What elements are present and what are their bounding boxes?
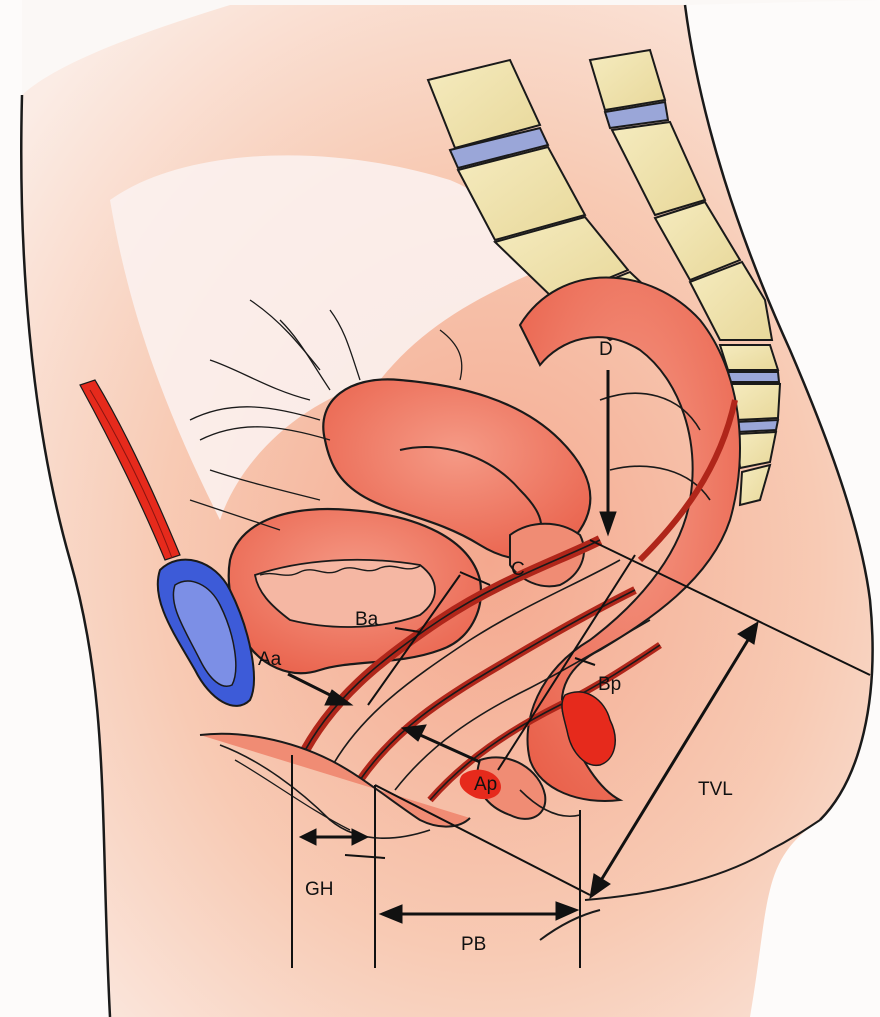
label-c: C [511, 559, 525, 580]
coccyx-segment [720, 345, 778, 370]
label-tvl: TVL [698, 779, 733, 800]
intervertebral-disc [735, 420, 778, 432]
intervertebral-disc [728, 372, 779, 382]
label-ba: Ba [355, 609, 379, 630]
label-ap: Ap [474, 774, 497, 795]
label-aa: Aa [258, 649, 282, 670]
label-bp: Bp [598, 674, 621, 695]
coccyx-segment [737, 432, 776, 468]
label-pb: PB [461, 934, 486, 955]
label-d: D [599, 339, 613, 360]
label-gh: GH [305, 879, 334, 900]
